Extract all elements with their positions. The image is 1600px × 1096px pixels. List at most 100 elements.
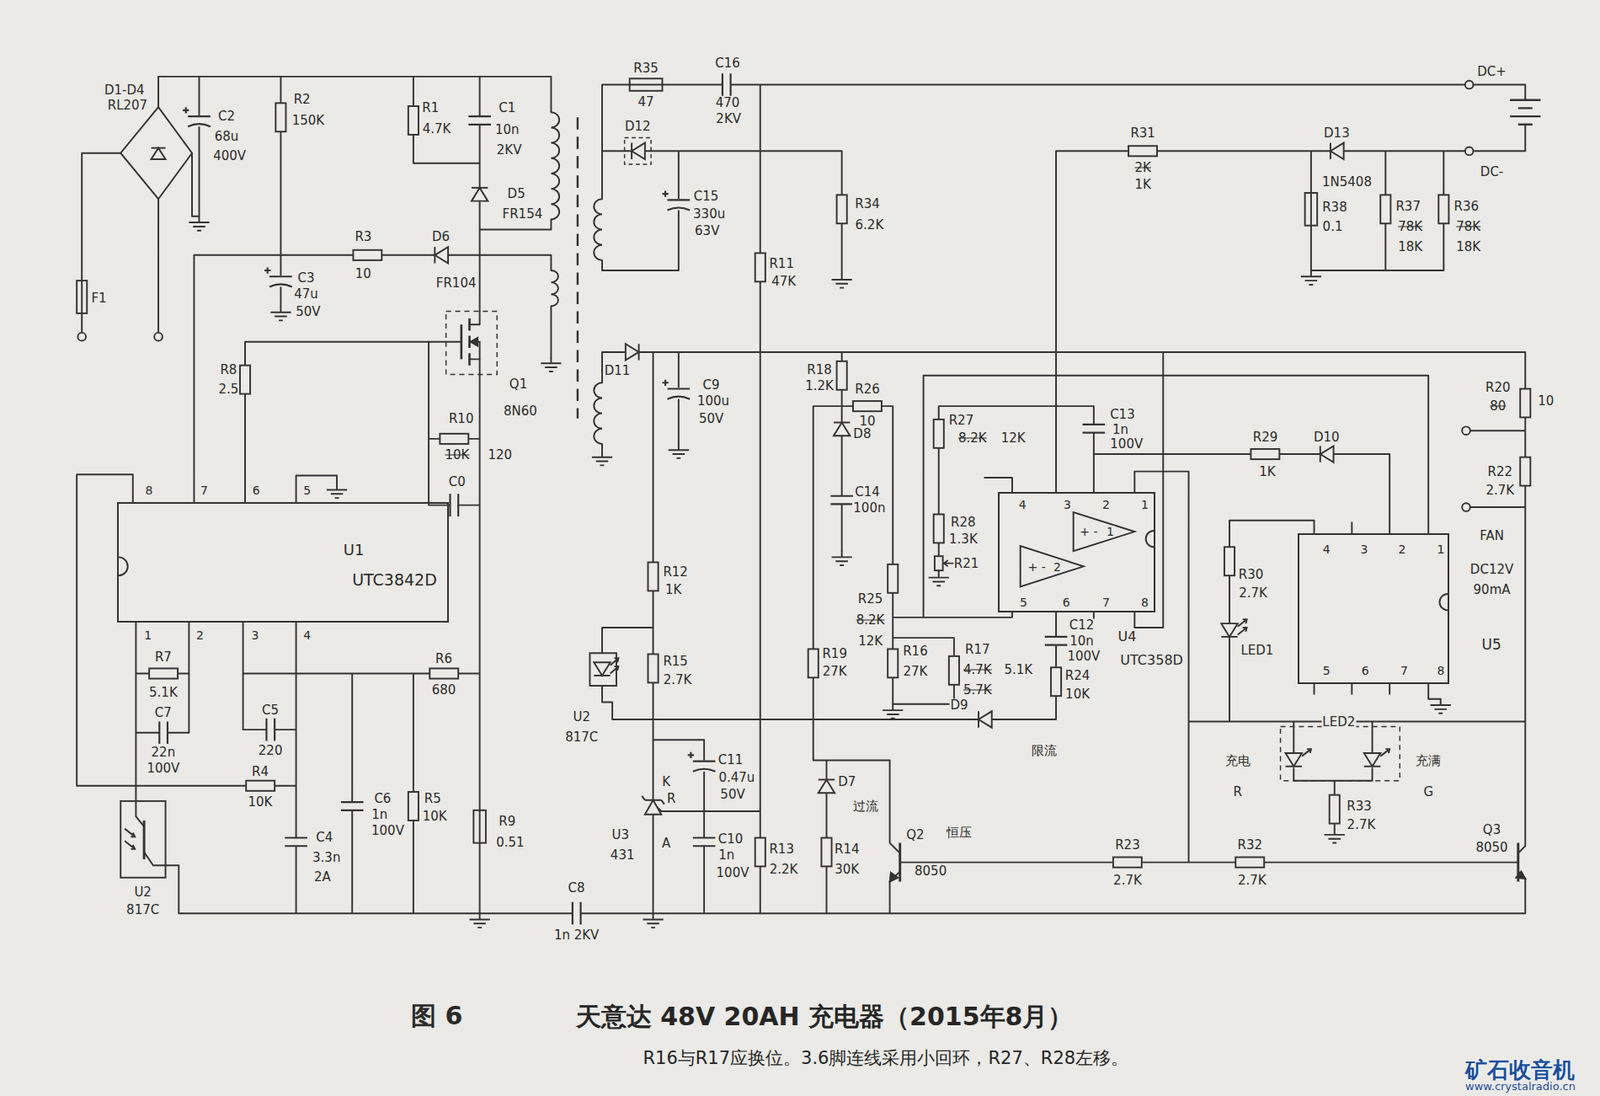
component-label: U2 (133, 885, 153, 899)
component-label: LED1 (1239, 643, 1275, 656)
component-label: R34 (853, 197, 881, 211)
component-label: D1-D4 (103, 83, 146, 96)
ground-symbol (540, 357, 561, 372)
led-symbol (1221, 623, 1238, 637)
component-label: C10 (717, 832, 745, 846)
component-label: R15 (661, 655, 689, 668)
capacitor-symbol (572, 901, 582, 926)
optocoupler-symbol (144, 851, 166, 865)
transformer (576, 117, 579, 418)
component-label: 1n (1111, 423, 1130, 437)
diode-symbol (978, 710, 992, 727)
component-label: 100V (715, 866, 751, 880)
component-label: R31 (1129, 126, 1157, 139)
pin-number: 4 (302, 629, 312, 641)
resistor-symbol (1235, 857, 1264, 868)
component-label: 8050 (913, 864, 948, 877)
capacitor-symbol (264, 266, 294, 287)
ground-symbol (188, 216, 209, 231)
diode-symbol (471, 187, 488, 202)
diode-symbol (434, 246, 448, 263)
pin-number: 4 (1018, 498, 1028, 511)
optocoupler-symbol (589, 652, 616, 686)
resistor-symbol (1380, 194, 1391, 224)
component-label: 2.7K (1346, 818, 1377, 832)
component-label: 2A (313, 869, 332, 883)
component-label: R1 (421, 101, 440, 115)
component-label: R3 (353, 230, 373, 244)
component-label: 2KV (496, 144, 523, 157)
resistor-symbol (808, 648, 819, 678)
component-label: DC+ (1476, 64, 1508, 78)
struck-value: 80 (1488, 400, 1507, 413)
ic-outline (1440, 593, 1449, 610)
resistor-symbol (149, 78, 1531, 867)
resistor-symbol (439, 433, 469, 444)
led-symbol (1221, 618, 1400, 780)
figure-number: 图 6 (410, 1002, 464, 1029)
pin-number: 3 (1360, 543, 1370, 555)
component-label: U3 (610, 828, 630, 842)
capacitor-symbol (340, 801, 365, 811)
component-label: 10 (858, 415, 876, 428)
struck-value: 8.2K (957, 431, 988, 444)
diode-symbol (434, 138, 1344, 794)
pin-number: 5 (1322, 664, 1332, 677)
ic-package: U1UTC3842D (117, 501, 449, 623)
resistor-symbol (1520, 389, 1531, 418)
watermark: 矿石收音机 (1464, 1058, 1576, 1081)
mosfet-symbol (446, 310, 498, 374)
capacitor-symbol (722, 72, 731, 97)
component-label: 90mA (1472, 583, 1512, 597)
component-label: 2KV (714, 112, 742, 125)
component-label: R7 (154, 650, 173, 664)
terminal (1461, 502, 1471, 512)
component-label: R28 (949, 516, 977, 529)
component-label: 100V (1109, 437, 1144, 451)
capacitor-symbol (467, 116, 492, 125)
diode-symbol (1330, 143, 1344, 160)
component-label: C2 (217, 110, 236, 123)
resistor-symbol (648, 561, 659, 591)
component-label: D8 (852, 426, 872, 440)
pin-number: 6 (1360, 664, 1371, 677)
component-label: 2.7K (1484, 483, 1515, 496)
component-label: R25 (857, 592, 885, 606)
component-label: 47 (636, 96, 655, 109)
resistor-symbol (949, 656, 960, 685)
component-label: R5 (423, 791, 443, 805)
component-label: 1.3K (948, 532, 979, 545)
resistor-symbol (1050, 666, 1062, 696)
component-label: R16 (901, 645, 929, 658)
component-label: 100u (696, 394, 731, 408)
component-label: 8N60 (502, 405, 539, 418)
diode-symbol (1320, 445, 1334, 462)
pin-number: 2 (1052, 560, 1062, 573)
diode-symbol (833, 422, 850, 437)
component-label: 4.7K (421, 122, 453, 135)
resistor-symbol (837, 194, 848, 224)
component-label: 5.1K (148, 685, 179, 699)
resistor-symbol (887, 564, 898, 593)
diagram-title: 天意达 48V 20AH 充电器（2015年8月） (576, 1001, 1074, 1030)
capacitor-symbol (450, 492, 459, 518)
component-label: R29 (1252, 430, 1280, 443)
diode-symbol (631, 143, 646, 160)
component-label: 22n (150, 746, 177, 759)
terminal (1465, 80, 1474, 90)
component-label: R2 (293, 92, 312, 106)
component-label: R26 (853, 382, 881, 395)
component-label: 12K (857, 634, 884, 647)
pin-number: 6 (251, 484, 262, 496)
ground-symbol (1430, 698, 1451, 714)
transistor-symbol (900, 842, 1519, 882)
component-label: 0.47u (717, 771, 756, 784)
component-label: 68u (213, 130, 240, 144)
component-label: 10 (354, 266, 373, 280)
component-label: K (661, 775, 672, 789)
component-label: C1 (497, 101, 517, 115)
component-label: F1 (90, 291, 107, 304)
fuse-symbol (76, 280, 87, 314)
component-label: D13 (1322, 126, 1351, 139)
